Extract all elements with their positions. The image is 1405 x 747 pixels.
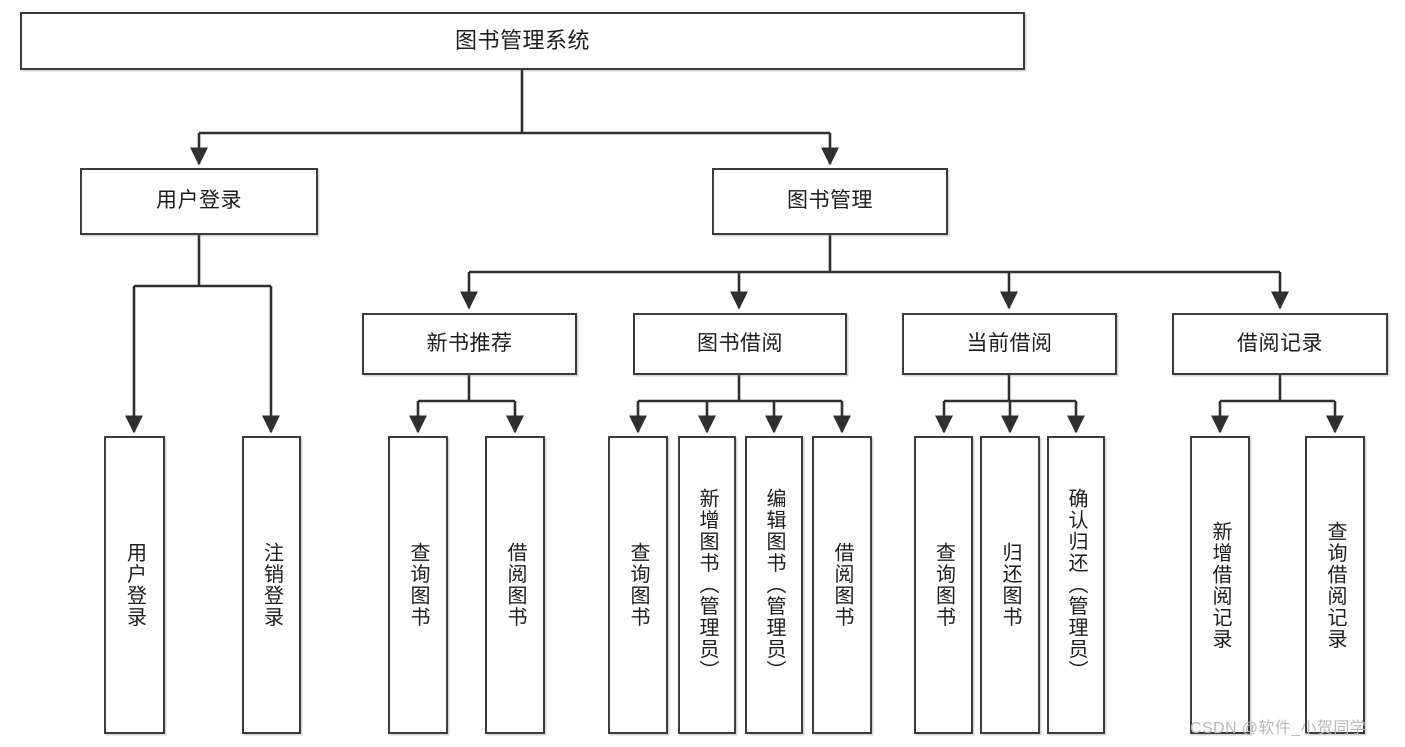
leaf-query-book-newbook[interactable]: 查询图书 [388,436,448,734]
leaf-return-book[interactable]: 归还图书 [980,436,1040,734]
node-book-management[interactable]: 图书管理 [712,168,948,235]
csdn-watermark: CSDN @软件_小贺同学 [1190,720,1367,737]
leaf-add-borrow-record[interactable]: 新增借阅记录 [1190,436,1250,734]
leaf-query-book-borrow[interactable]: 查询图书 [608,436,668,734]
node-label: 图书管理 [787,189,873,213]
node-label: 图书借阅 [697,331,783,355]
leaf-query-book-current[interactable]: 查询图书 [914,436,973,734]
node-label: 新书推荐 [426,331,513,355]
node-label: 当前借阅 [966,331,1053,355]
node-new-book-recommend[interactable]: 新书推荐 [362,313,577,375]
node-borrow-records[interactable]: 借阅记录 [1172,313,1388,375]
leaf-user-login[interactable]: 用户登录 [104,436,165,734]
node-label: 归还图书 [999,542,1021,628]
leaf-confirm-return-admin[interactable]: 确认归还（管理员） [1047,436,1105,734]
node-label: 借阅图书 [831,542,853,628]
node-label: 确认归还（管理员） [1065,488,1087,682]
node-label: 查询图书 [627,542,649,628]
node-label: 查询借阅记录 [1324,520,1346,650]
node-label: 图书管理系统 [454,28,590,54]
leaf-borrow-book-newbook[interactable]: 借阅图书 [485,436,545,734]
leaf-query-borrow-record[interactable]: 查询借阅记录 [1305,436,1365,734]
leaf-add-book-admin[interactable]: 新增图书（管理员） [678,436,736,734]
node-label: 查询图书 [932,542,955,628]
node-current-borrow[interactable]: 当前借阅 [902,313,1117,375]
node-book-management-system[interactable]: 图书管理系统 [20,12,1025,70]
leaf-borrow-book-borrow[interactable]: 借阅图书 [812,436,872,734]
node-label: 借阅记录 [1237,331,1323,355]
node-label: 用户登录 [123,542,146,628]
node-label: 借阅图书 [504,542,526,628]
node-label: 编辑图书（管理员） [763,488,785,682]
node-user-login[interactable]: 用户登录 [80,168,318,235]
node-label: 用户登录 [156,189,242,213]
node-book-borrow[interactable]: 图书借阅 [633,313,847,375]
node-label: 查询图书 [407,542,429,628]
leaf-user-logout[interactable]: 注销登录 [242,436,301,734]
node-label: 注销登录 [260,542,283,628]
node-label: 新增借阅记录 [1209,520,1231,650]
leaf-edit-book-admin[interactable]: 编辑图书（管理员） [745,436,803,734]
node-label: 新增图书（管理员） [696,488,718,682]
